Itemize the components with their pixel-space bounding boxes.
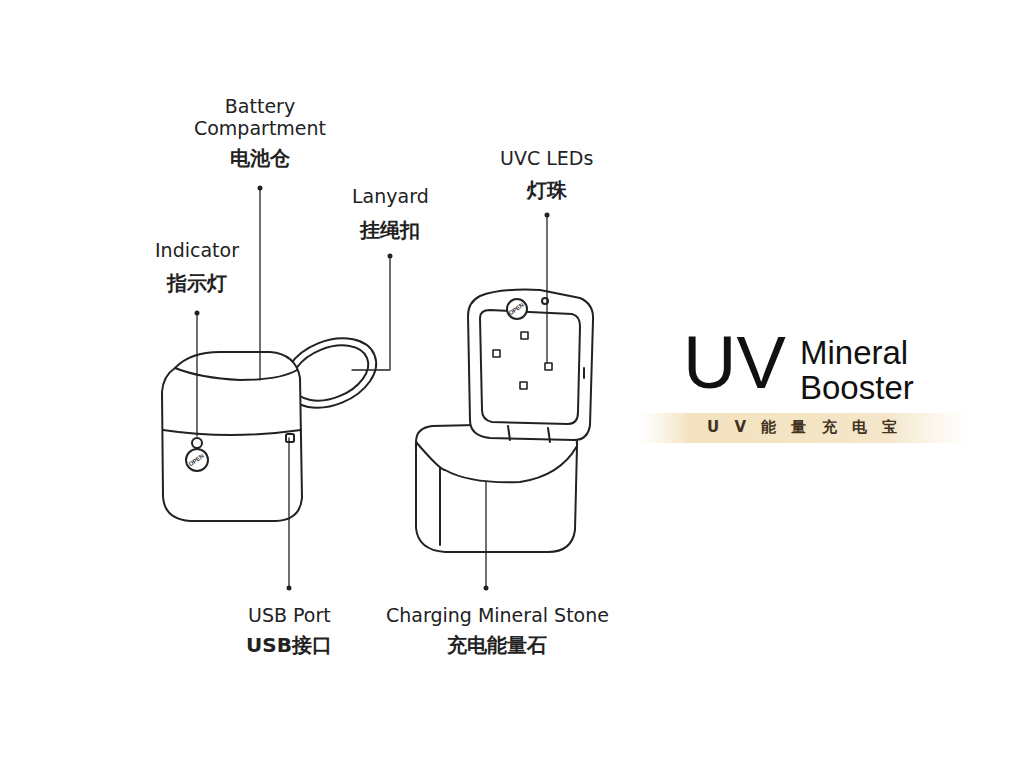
leader-dot — [195, 186, 550, 591]
label-text-cn: 电池仓 — [230, 147, 290, 170]
label-text: USB Port — [248, 605, 331, 627]
label-text: Charging Mineral Stone — [386, 605, 609, 627]
label-text-cn: 充电能量石 — [447, 634, 547, 657]
title-band — [640, 413, 970, 443]
brand-subtitle: U V 能 量 充 电 宝 — [707, 419, 902, 436]
label-text: Lanyard — [352, 186, 429, 208]
brand-title: UV — [683, 326, 786, 400]
label-text-cn: 指示灯 — [167, 272, 227, 295]
uvc-led — [493, 332, 552, 389]
label-text-cn: USB接口 — [246, 634, 332, 657]
leader-line — [197, 190, 547, 586]
brand-title: Mineral — [800, 336, 908, 369]
brand-title: Booster — [800, 371, 914, 404]
closed-case — [162, 352, 302, 521]
label-text-cn: 挂绳扣 — [360, 219, 420, 242]
open-case-base — [416, 424, 577, 552]
label-text: Indicator — [155, 240, 239, 262]
label-text-cn: 灯珠 — [527, 179, 567, 202]
label-text: Battery Compartment — [185, 96, 335, 140]
open-case-lid — [468, 290, 593, 442]
label-text: UVC LEDs — [500, 148, 593, 170]
